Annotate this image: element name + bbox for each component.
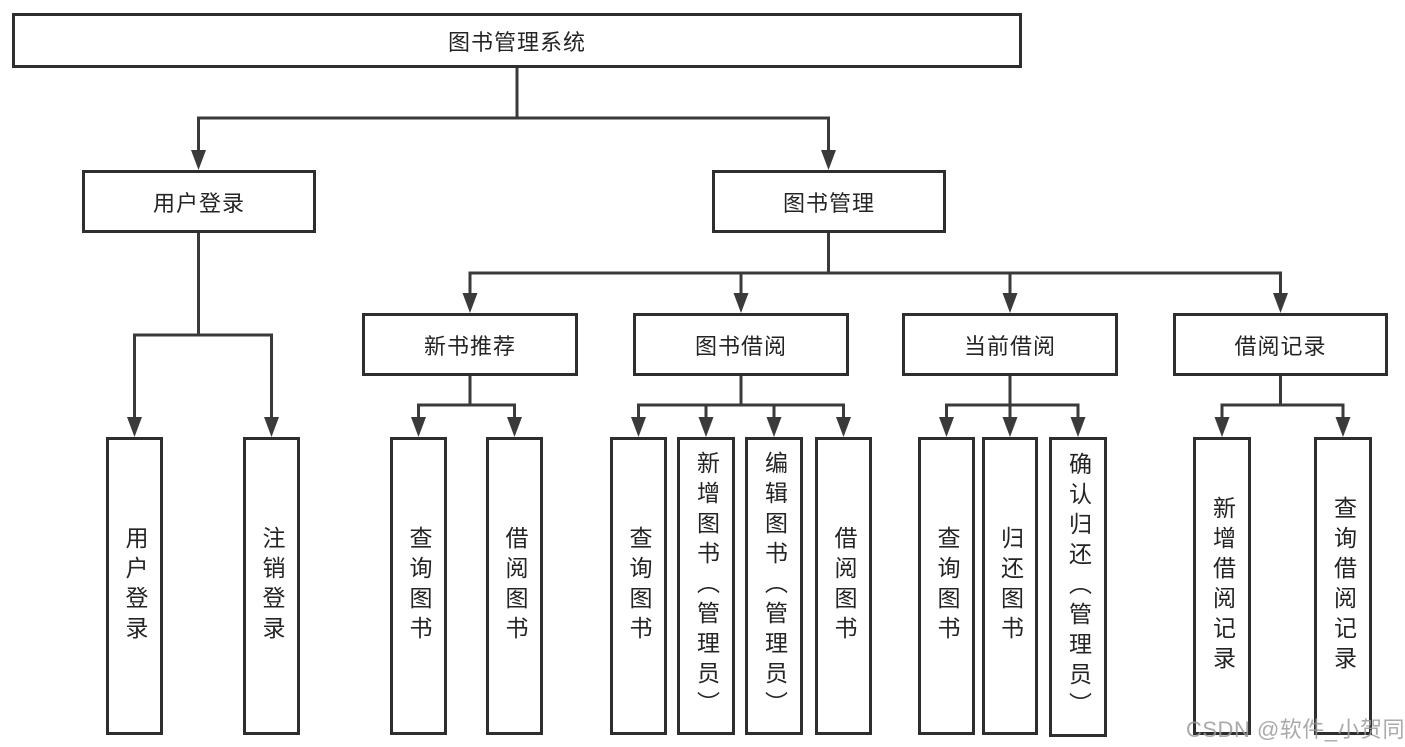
leaf-rec-borrow-books: 借阅图书 [486,437,543,735]
node-new-book-recommendation: 新书推荐 [362,313,578,376]
leaf-add-books-admin: 新增图书（管理员） [677,437,735,735]
node-book-borrowing-label: 图书借阅 [694,333,787,359]
node-book-management-label: 图书管理 [782,190,875,216]
csdn-watermark: CSDN @软件_小贺同学 [1186,717,1405,742]
leaf-edit-books-admin-label: 编辑图书（管理员） [761,451,788,721]
leaf-add-books-admin-label: 新增图书（管理员） [693,451,720,721]
node-user-login-label: 用户登录 [152,190,245,216]
leaf-confirm-return-admin-label: 确认归还（管理员） [1065,452,1092,722]
leaf-user-login-label: 用户登录 [122,526,148,646]
node-book-borrowing: 图书借阅 [633,313,849,376]
leaf-borrow-query-books-label: 查询图书 [626,526,652,646]
leaf-query-borrow-record-label: 查询借阅记录 [1330,496,1357,676]
node-book-management: 图书管理 [712,170,946,233]
node-library-management-system-label: 图书管理系统 [447,29,586,55]
leaf-return-books: 归还图书 [982,437,1038,735]
node-borrowing-records-label: 借阅记录 [1234,333,1327,359]
leaf-rec-query-books: 查询图书 [390,437,447,735]
leaf-add-borrow-record-label: 新增借阅记录 [1209,496,1236,676]
leaf-current-query-books-label: 查询图书 [934,526,960,646]
node-user-login: 用户登录 [82,170,316,233]
leaf-borrow-query-books: 查询图书 [610,437,667,735]
node-current-borrowing: 当前借阅 [902,313,1118,376]
leaf-borrow-books-label: 借阅图书 [831,526,857,646]
node-library-management-system: 图书管理系统 [12,13,1022,68]
leaf-query-borrow-record: 查询借阅记录 [1314,437,1372,735]
leaf-edit-books-admin: 编辑图书（管理员） [745,437,803,735]
leaf-rec-query-books-label: 查询图书 [406,526,432,646]
node-borrowing-records: 借阅记录 [1173,313,1388,376]
leaf-logout-label: 注销登录 [259,526,285,646]
leaf-logout: 注销登录 [243,437,300,735]
leaf-add-borrow-record: 新增借阅记录 [1193,437,1251,735]
leaf-current-query-books: 查询图书 [918,437,975,735]
node-new-book-recommendation-label: 新书推荐 [423,333,516,359]
leaf-rec-borrow-books-label: 借阅图书 [502,526,528,646]
leaf-borrow-books: 借阅图书 [815,437,872,735]
leaf-confirm-return-admin: 确认归还（管理员） [1049,437,1107,737]
node-current-borrowing-label: 当前借阅 [963,333,1056,359]
leaf-user-login: 用户登录 [106,437,163,735]
leaf-return-books-label: 归还图书 [997,526,1024,646]
